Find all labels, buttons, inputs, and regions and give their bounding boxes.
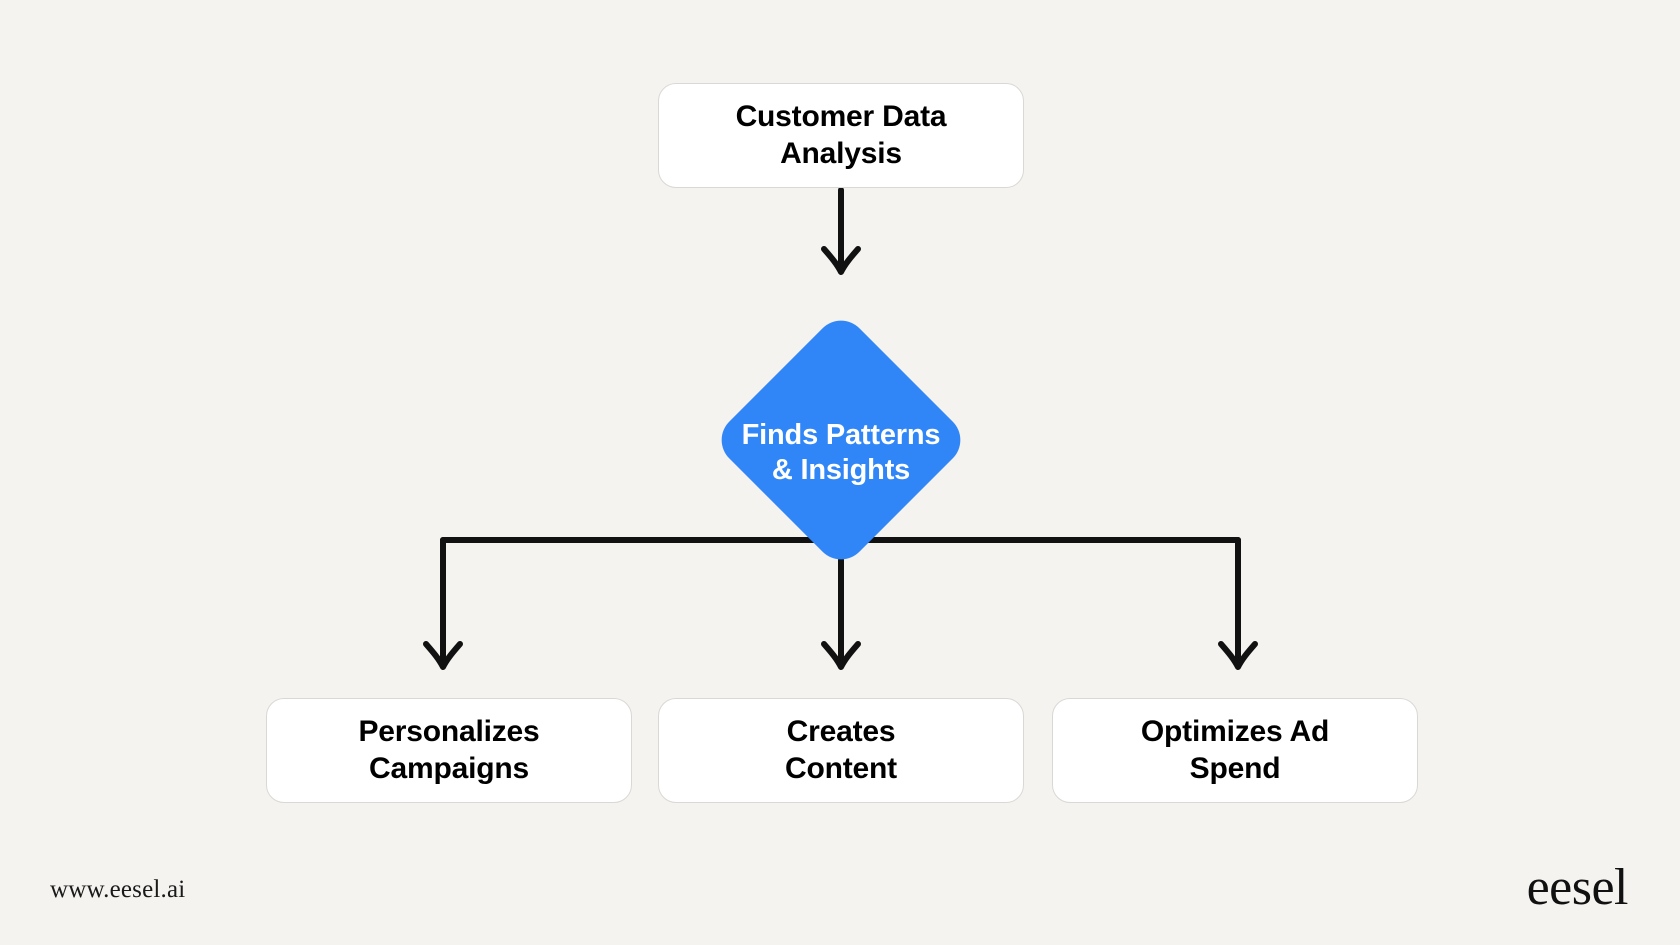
node-finds-patterns-insights-label: Finds Patterns & Insights [741, 418, 941, 486]
connector-diamond-to-creates [821, 557, 861, 670]
node-creates-content-label: Creates Content [785, 714, 897, 785]
node-customer-data-analysis-label: Customer Data Analysis [735, 99, 947, 170]
node-personalizes-campaigns[interactable]: Personalizes Campaigns [266, 698, 632, 803]
node-optimizes-ad-spend-label: Optimizes Ad Spend [1140, 714, 1330, 785]
connector-diamond-to-optimizes [1218, 537, 1258, 670]
footer-website-url: www.eesel.ai [50, 876, 186, 903]
node-creates-content[interactable]: Creates Content [658, 698, 1024, 803]
node-customer-data-analysis[interactable]: Customer Data Analysis [658, 83, 1024, 188]
eesel-logo: eesel [1526, 859, 1629, 916]
node-finds-patterns-insights[interactable]: Finds Patterns & Insights [710, 309, 972, 571]
node-personalizes-campaigns-label: Personalizes Campaigns [358, 714, 540, 785]
connector-diamond-to-personalizes [423, 537, 463, 670]
node-optimizes-ad-spend[interactable]: Optimizes Ad Spend [1052, 698, 1418, 803]
connector-top-to-diamond [821, 187, 861, 275]
